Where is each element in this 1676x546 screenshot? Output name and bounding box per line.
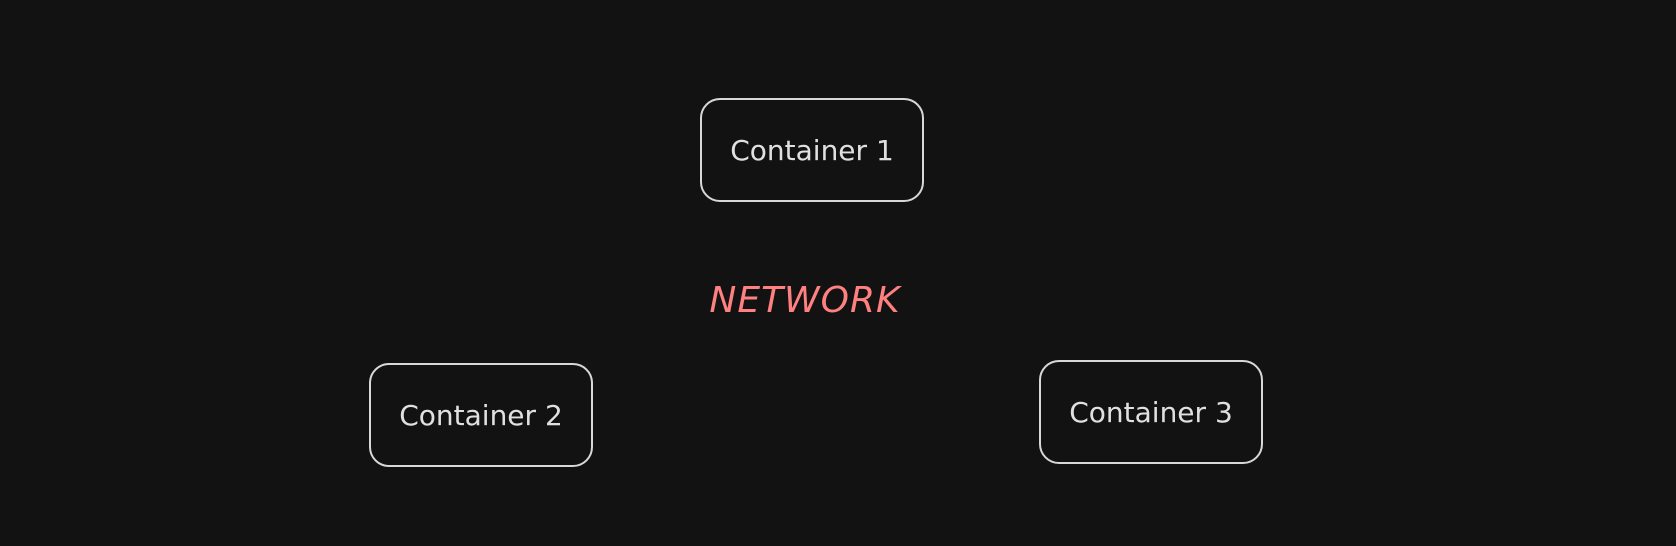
- container-3-label: Container 3: [1069, 395, 1233, 429]
- container-3-node: Container 3: [1039, 360, 1263, 464]
- container-1-label: Container 1: [730, 133, 894, 167]
- container-2-label: Container 2: [399, 398, 563, 432]
- container-2-node: Container 2: [369, 363, 593, 467]
- container-1-node: Container 1: [700, 98, 924, 202]
- network-label: NETWORK: [709, 280, 901, 321]
